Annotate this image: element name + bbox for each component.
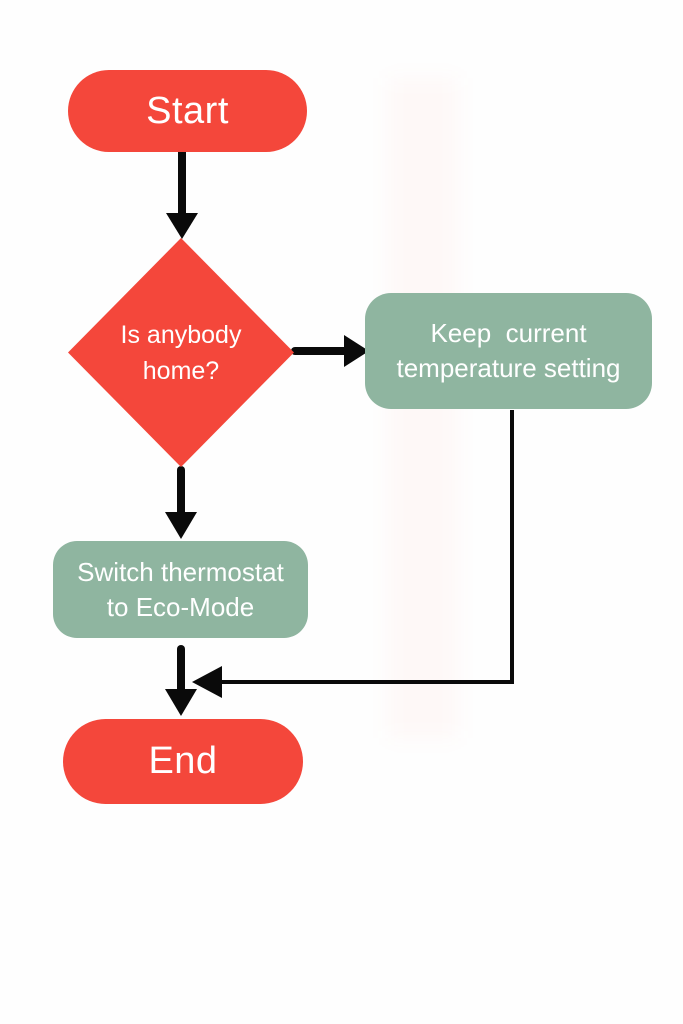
start-node: Start: [68, 70, 307, 152]
keep-current-node: Keep current temperature setting: [365, 293, 652, 409]
eco-mode-label-line2: to Eco-Mode: [106, 591, 255, 622]
eco-mode-label-line1: Switch thermostat: [77, 556, 284, 587]
arrow-eco-mode-to-end: [165, 645, 197, 716]
decision-label-line1: Is anybody: [120, 320, 242, 349]
connector-keep-current-to-end: [192, 410, 514, 698]
start-label: Start: [146, 89, 229, 132]
eco-mode-node: Switch thermostat to Eco-Mode: [53, 541, 308, 638]
end-node: End: [63, 719, 303, 804]
end-label: End: [148, 740, 218, 782]
keep-current-label-line1: Keep current: [430, 318, 587, 348]
arrow-decision-to-eco-mode: [165, 466, 197, 539]
arrow-start-to-decision: [166, 147, 198, 239]
keep-current-label-line2: temperature setting: [396, 353, 621, 383]
decision-label-line2: home?: [142, 356, 220, 385]
arrow-decision-to-keep-current: [291, 335, 369, 367]
